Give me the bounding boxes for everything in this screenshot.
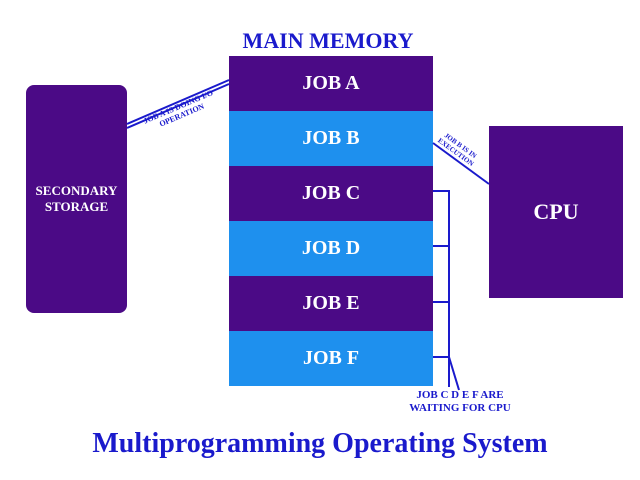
waiting-annotation-line2: WAITING FOR CPU: [409, 402, 511, 414]
main-memory-title: MAIN MEMORY: [242, 28, 414, 53]
waiting-bracket-line: [433, 190, 450, 387]
secondary-storage-label-line1: SECONDARY: [35, 183, 118, 198]
waiting-pointer-line: [448, 356, 460, 391]
job-a-block: JOB A: [229, 56, 433, 111]
page-title: Multiprogramming Operating System: [92, 428, 548, 459]
job-f-block: JOB F: [229, 331, 433, 386]
job-b-block: JOB B: [229, 111, 433, 166]
secondary-storage-label-line2: STORAGE: [44, 199, 109, 214]
io-connector-line-2: [126, 83, 230, 129]
secondary-storage-block: SECONDARY STORAGE: [26, 85, 127, 313]
main-memory-block: JOB A JOB B JOB C JOB D JOB E JOB F: [229, 56, 433, 386]
cpu-block: CPU: [489, 126, 623, 298]
waiting-annotation-line1: JOB C D E F ARE: [416, 389, 504, 401]
waiting-annotation: JOB C D E F ARE WAITING FOR CPU: [380, 389, 540, 415]
job-d-block: JOB D: [229, 221, 433, 276]
exec-connector-line: [432, 142, 490, 185]
job-c-block: JOB C: [229, 166, 433, 221]
cpu-label: CPU: [533, 199, 579, 224]
io-connector-line-1: [126, 79, 230, 125]
job-e-block: JOB E: [229, 276, 433, 331]
